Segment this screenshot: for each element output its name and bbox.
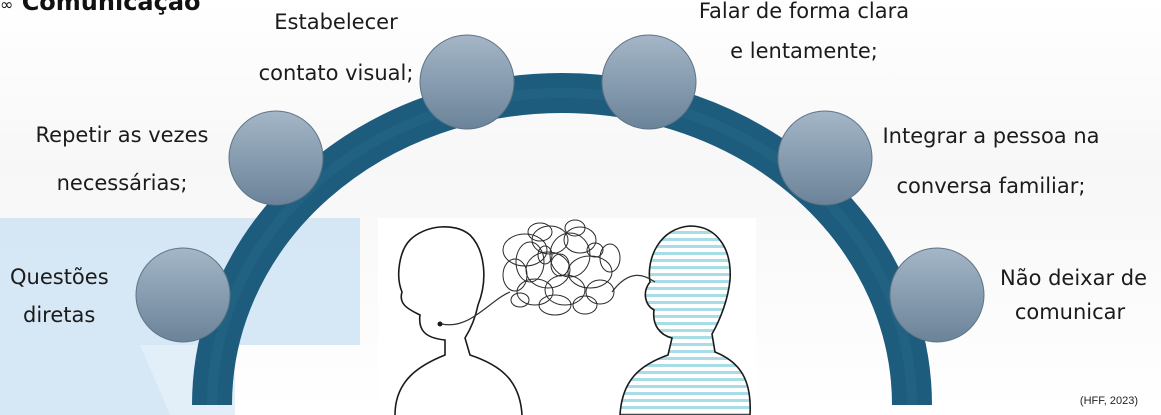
label-line: diretas <box>23 303 96 327</box>
arc-band <box>192 73 932 406</box>
right-head-striped <box>619 225 751 415</box>
label-line: Questões <box>10 265 109 289</box>
label-line: comunicar <box>1014 300 1126 324</box>
arc-band-highlight <box>207 88 917 406</box>
label-line: Estabelecer <box>274 10 398 34</box>
tangled-thought-scribble <box>502 219 621 316</box>
node-circle-questoes <box>135 247 231 343</box>
label-line: necessárias; <box>56 171 188 195</box>
label-line: Falar de forma clara <box>698 0 910 23</box>
node-circle-repetir <box>228 110 324 206</box>
label-line: Não deixar de <box>1000 266 1148 290</box>
slide-title: ∞ Comunicação <box>0 0 201 16</box>
label-repetir: Repetir as vezes necessárias; <box>32 116 212 202</box>
label-line: contato visual; <box>258 61 414 85</box>
label-falar: Falar de forma clara e lentamente; <box>693 0 915 70</box>
citation: (HFF, 2023) <box>1079 395 1138 407</box>
node-circle-nao-deixar <box>889 247 985 343</box>
arc-nodes <box>135 34 985 343</box>
node-circle-falar <box>601 34 697 130</box>
title-bullet-icon: ∞ <box>0 0 14 14</box>
title-text: Comunicação <box>21 0 201 16</box>
two-heads-illustration <box>378 218 756 415</box>
label-line: Integrar a pessoa na <box>882 124 1100 148</box>
left-head-outline <box>394 225 523 415</box>
label-contato: Estabelecer contato visual; <box>256 3 416 92</box>
node-circle-integrar <box>777 110 873 206</box>
label-nao-deixar: Não deixar de comunicar <box>1000 259 1148 331</box>
label-line: e lentamente; <box>730 39 878 63</box>
node-circle-contato <box>419 34 515 130</box>
label-integrar: Integrar a pessoa na conversa familiar; <box>880 117 1102 205</box>
label-questoes: Questões diretas <box>10 258 109 334</box>
label-line: Repetir as vezes <box>35 123 209 147</box>
label-line: conversa familiar; <box>896 174 1086 198</box>
